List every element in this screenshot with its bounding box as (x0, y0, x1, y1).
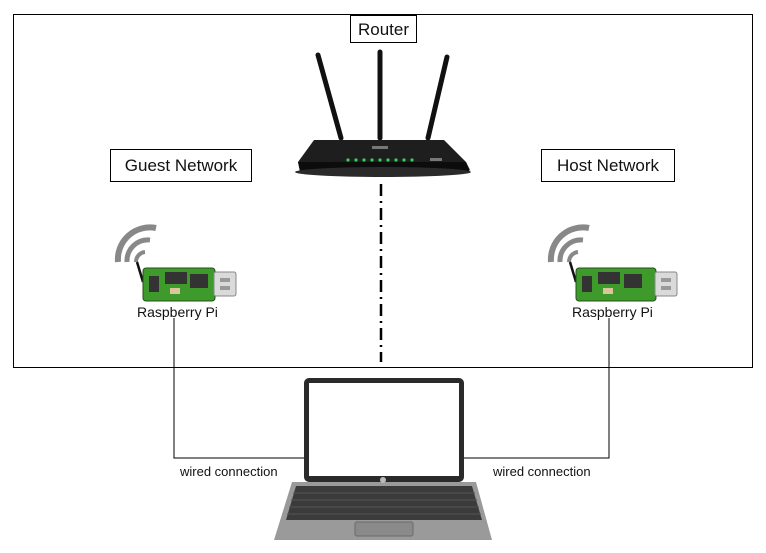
raspberry-pi-left-icon (114, 224, 237, 302)
host-network-label: Host Network (541, 149, 675, 182)
raspberry-pi-right-icon (547, 224, 678, 302)
network-boundary (13, 14, 753, 368)
raspberry-pi-right-label: Raspberry Pi (572, 304, 653, 320)
router-label: Router (350, 15, 417, 43)
wired-connection-left-label: wired connection (180, 464, 278, 479)
right-wire (464, 318, 610, 459)
raspberry-pi-left-label: Raspberry Pi (137, 304, 218, 320)
router-icon (295, 49, 471, 177)
wired-connection-right-label: wired connection (493, 464, 591, 479)
laptop-icon (274, 378, 492, 540)
left-wire (173, 318, 306, 459)
guest-network-label: Guest Network (110, 149, 252, 182)
